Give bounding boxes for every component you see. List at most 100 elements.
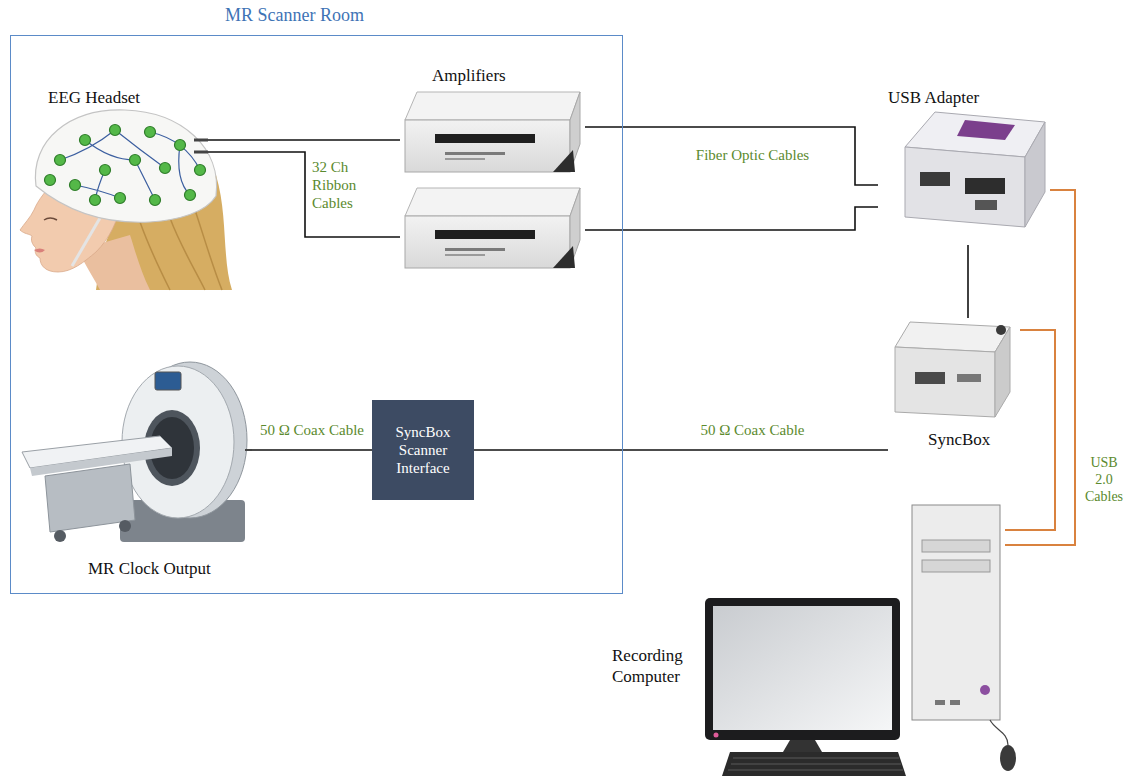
device-label-holder: Amplifiers bbox=[432, 66, 506, 86]
eeg-headset-illustration-path bbox=[194, 140, 208, 152]
region-title-holder: MR Scanner Room bbox=[225, 5, 364, 27]
computer-illustration-circle bbox=[714, 733, 719, 738]
computer-illustration bbox=[705, 505, 1016, 776]
cable-line bbox=[967, 245, 969, 318]
cable-label: Fiber Optic Cables bbox=[690, 146, 815, 164]
syncbox: SyncBox bbox=[888, 318, 1020, 460]
mr-scanner: MR Clock Output bbox=[12, 365, 252, 587]
electrode-dots-circle bbox=[150, 195, 161, 206]
eeg-headset-illustration-path bbox=[34, 249, 45, 253]
electrode-dots-circle bbox=[160, 163, 171, 174]
amplifier-illustration-polygon bbox=[553, 246, 575, 268]
device-label-holder: MR Clock Output bbox=[88, 559, 211, 579]
amplifier-illustration-polygon bbox=[405, 188, 580, 216]
computer-illustration-rect bbox=[922, 540, 990, 552]
electrode-dots-circle bbox=[55, 155, 66, 166]
electrode-dots-circle bbox=[100, 165, 111, 176]
usb-adapter-illustration-rect bbox=[975, 200, 997, 210]
cable-line bbox=[252, 449, 372, 451]
cable-label: USB 2.0 Cables bbox=[1082, 455, 1126, 505]
device-label: USB Adapter bbox=[888, 88, 979, 108]
eeg-headset-illustration-path bbox=[60, 130, 200, 200]
syncbox-illustration-rect bbox=[957, 374, 981, 382]
electrode-dots-circle bbox=[80, 135, 91, 146]
computer-illustration-rect bbox=[950, 700, 960, 705]
amplifier-illustration-rect bbox=[405, 120, 570, 172]
recording-computer: Recording Computer bbox=[600, 500, 1005, 778]
computer-illustration-path bbox=[728, 758, 903, 770]
amplifier-illustration bbox=[405, 188, 580, 268]
eeg-headset: EEG Headset bbox=[12, 88, 208, 288]
device-label: EEG Headset bbox=[48, 88, 140, 108]
cable-label: 50 Ω Coax Cable bbox=[256, 421, 368, 439]
cable-label-holder: 32 Ch Ribbon Cables bbox=[312, 158, 388, 212]
region-box: MR Scanner RoomEEG HeadsetAmplifiersMR C… bbox=[10, 35, 623, 594]
cable-line bbox=[208, 152, 400, 237]
electrode-dots-circle bbox=[130, 155, 141, 166]
computer-illustration-rect bbox=[922, 560, 990, 572]
eeg-headset-illustration-path bbox=[44, 218, 57, 220]
device-label-holder: SyncBox bbox=[928, 430, 990, 450]
syncbox-illustration-polygon bbox=[895, 347, 995, 417]
cable-label: 32 Ch Ribbon Cables bbox=[312, 158, 388, 212]
computer-illustration-circle bbox=[980, 685, 990, 695]
mr-scanner-illustration-polygon bbox=[45, 464, 135, 532]
amplifier-illustration-rect bbox=[445, 158, 485, 160]
interface-label: SyncBox Scanner Interface bbox=[378, 423, 468, 477]
device-label-holder: Recording Computer bbox=[612, 645, 704, 688]
interface-label-holder: SyncBox Scanner Interface bbox=[372, 419, 474, 481]
eeg-headset-illustration bbox=[20, 110, 232, 290]
electrode-dots-circle bbox=[175, 140, 186, 151]
device-label-holder: EEG Headset bbox=[48, 88, 140, 108]
usb-adapter-illustration-rect bbox=[965, 178, 1005, 194]
region-title: MR Scanner Room bbox=[225, 5, 364, 27]
electrode-dots-circle bbox=[110, 125, 121, 136]
amplifier-illustration-rect bbox=[445, 248, 505, 251]
mr-scanner-illustration bbox=[22, 362, 252, 542]
electrode-dots-circle bbox=[90, 195, 101, 206]
cable-line bbox=[208, 139, 400, 141]
amplifier-illustration-polygon bbox=[405, 92, 580, 120]
mr-scanner-illustration-circle bbox=[54, 530, 66, 542]
amplifier-illustration-rect bbox=[445, 152, 505, 155]
device-label: MR Clock Output bbox=[88, 559, 211, 579]
cable-label-holder: Fiber Optic Cables bbox=[690, 146, 815, 164]
electrode-dots-circle bbox=[145, 127, 156, 138]
cable-line bbox=[1005, 330, 1055, 530]
eeg-headset-illustration-path bbox=[72, 218, 100, 266]
amplifier-illustration-rect bbox=[435, 134, 535, 143]
electrode-dots-circle bbox=[115, 193, 126, 204]
computer-illustration-rect bbox=[713, 606, 892, 730]
cable-line bbox=[1005, 190, 1075, 545]
computer-illustration-polygon bbox=[722, 752, 906, 776]
cable-label-holder: 50 Ω Coax Cable bbox=[690, 421, 815, 439]
usb-adapter-illustration-polygon bbox=[1025, 122, 1045, 227]
electrode-dots-circle bbox=[45, 175, 56, 186]
device-label: Amplifiers bbox=[432, 66, 506, 86]
cable-label-holder: 50 Ω Coax Cable bbox=[256, 421, 368, 439]
device-label: SyncBox bbox=[928, 430, 990, 450]
syncbox-illustration bbox=[895, 322, 1010, 417]
cable-label: 50 Ω Coax Cable bbox=[690, 421, 815, 439]
computer-illustration-ellipse bbox=[1000, 745, 1016, 771]
computer-illustration-path bbox=[990, 720, 1008, 745]
computer-illustration-rect bbox=[935, 700, 945, 705]
usb-adapter-illustration-polygon bbox=[905, 147, 1025, 227]
device-label-holder: USB Adapter bbox=[888, 88, 979, 108]
electrode-dots-circle bbox=[195, 165, 206, 176]
amplifier-illustration-rect bbox=[405, 216, 570, 268]
syncbox-illustration-circle bbox=[996, 325, 1006, 335]
computer-illustration-rect bbox=[705, 598, 900, 740]
mr-scanner-illustration-circle bbox=[119, 520, 131, 532]
usb-adapter: USB Adapter bbox=[878, 88, 1050, 245]
computer-illustration-rect bbox=[912, 505, 1000, 720]
usb-adapter-illustration bbox=[905, 112, 1045, 227]
amplifier-illustration-rect bbox=[445, 254, 485, 256]
usb-adapter-illustration-polygon bbox=[957, 120, 1015, 140]
interface-box: SyncBox Scanner Interface bbox=[372, 400, 474, 500]
amplifier-illustration-rect bbox=[435, 230, 535, 239]
eeg-headset-illustration-path bbox=[35, 110, 216, 222]
cable-label-holder: USB 2.0 Cables bbox=[1082, 455, 1126, 505]
